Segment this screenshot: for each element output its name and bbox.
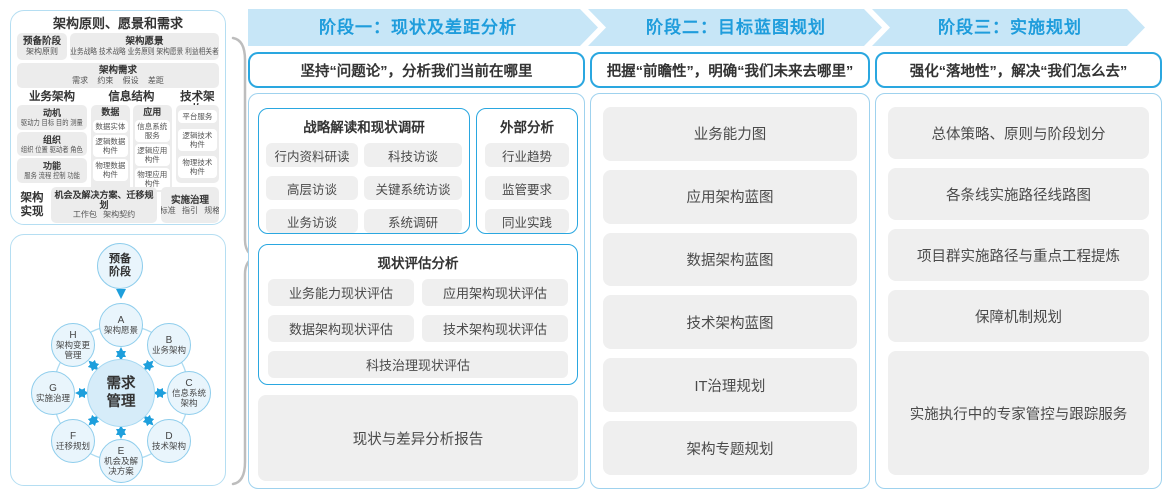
phase3-item: 保障机制规划	[888, 290, 1149, 342]
phase1-item: 技术架构现状评估	[422, 315, 568, 342]
information-structure-title: 信息结构	[108, 91, 155, 103]
prep-phase-sub: 架构原则	[26, 47, 58, 56]
logical-app-box: 逻辑应用构件	[134, 144, 170, 166]
phase1-item: 关键系统访谈	[364, 176, 462, 200]
phase2-header: 阶段二：目标蓝图规划	[646, 18, 826, 37]
logical-data-box: 逻辑数据构件	[93, 135, 128, 157]
center-h-arrow	[87, 359, 100, 372]
technology-architecture-column: 技术架构 平台服务 逻辑技术构件 物理技术构件	[175, 91, 219, 183]
architecture-vision-box: 架构愿景 业务战略 技术战略 业务原则 架构愿景 利益相关者	[70, 33, 219, 60]
strategy-research-title: 战略解读和现状调研	[303, 120, 425, 135]
phase2-item: 技术架构蓝图	[603, 295, 857, 350]
architecture-vision-title: 架构愿景	[125, 36, 164, 47]
phase3-band-segment	[872, 9, 1145, 46]
phase3-header: 阶段三：实施规划	[938, 18, 1082, 37]
phase2-item: 架构专题规划	[603, 421, 857, 475]
business-architecture-column: 业务架构 动机 驱动力 目标 目的 测量 组织 组织 位置 驱动者 角色 功能 …	[17, 91, 87, 184]
phase1-item: 业务访谈	[266, 209, 358, 233]
gap-analysis-report-box: 现状与差异分析报告	[258, 395, 578, 481]
phase2-subtitle-box: 把握“前瞻性”，明确“我们未来去哪里”	[590, 52, 870, 88]
adm-node-f: F 迁移规划	[51, 419, 95, 463]
phase1-item: 科技访谈	[364, 143, 462, 167]
platform-service-box: 平台服务	[177, 110, 217, 124]
data-entity-box: 数据实体	[93, 120, 128, 133]
motivation-box: 动机 驱动力 目标 目的 测量	[17, 105, 87, 130]
phase1-item: 系统调研	[364, 209, 462, 233]
adm-node-e: E 机会及解决方案	[99, 439, 143, 483]
adm-node-h: H 架构变更管理	[51, 323, 95, 367]
phase1-item: 监管要求	[485, 176, 569, 200]
technology-architecture-title: 技术架构	[180, 91, 215, 116]
adm-cycle-panel: 预备阶段 需求管理 A 架构愿景 B 业务架构 C 信息系统架构 D 技术架构 …	[10, 234, 226, 486]
phase3-item: 各条线实施路径线路图	[888, 168, 1149, 220]
strategy-research-group: 战略解读和现状调研 行内资料研读 科技访谈 高层访谈 关键系统访谈 业务访谈 系…	[258, 108, 470, 234]
phase1-item: 数据架构现状评估	[268, 315, 414, 342]
phase3-item: 实施执行中的专家管控与跟踪服务	[888, 351, 1149, 475]
architecture-requirements-sub: 需求 约束 假设 差距	[72, 76, 164, 85]
center-d-arrow	[142, 414, 155, 427]
phase1-band-segment	[248, 9, 598, 46]
phase2-column: 业务能力图 应用架构蓝图 数据架构蓝图 技术架构蓝图 IT治理规划 架构专题规划	[590, 93, 870, 489]
prep-phase-title: 预备阶段	[22, 36, 61, 47]
business-architecture-title: 业务架构	[29, 91, 75, 103]
physical-app-box: 物理应用构件	[134, 168, 170, 190]
phase3-subtitle-box: 强化“落地性”，解决“我们怎么去”	[875, 52, 1162, 88]
adm-node-c: C 信息系统架构	[167, 371, 211, 415]
phase1-subtitle-box: 坚持“问题论”，分析我们当前在哪里	[248, 52, 585, 88]
phase1-column: 战略解读和现状调研 行内资料研读 科技访谈 高层访谈 关键系统访谈 业务访谈 系…	[248, 93, 585, 489]
implementation-governance-box: 实施治理 标准 指引 规格	[161, 187, 219, 223]
architecture-realization-label: 架构实现	[20, 192, 44, 218]
external-analysis-title: 外部分析	[500, 120, 554, 135]
physical-tech-box: 物理技术构件	[177, 155, 217, 178]
phase2-item: 业务能力图	[603, 107, 857, 161]
phase2-item: 数据架构蓝图	[603, 232, 857, 287]
current-assessment-group: 现状评估分析 业务能力现状评估 应用架构现状评估 数据架构现状评估 技术架构现状…	[258, 244, 578, 385]
requirements-management-circle: 需求管理	[87, 359, 155, 427]
phase1-header: 阶段一：现状及差距分析	[319, 18, 517, 37]
panel-title: 架构原则、愿景和需求	[52, 16, 183, 31]
phase1-item: 应用架构现状评估	[422, 279, 568, 306]
adm-node-d: D 技术架构	[147, 419, 191, 463]
adm-node-g: G 实施治理	[31, 371, 75, 415]
phase3-column: 总体策略、原则与阶段划分 各条线实施路径线路图 项目群实施路径与重点工程提炼 保…	[875, 93, 1162, 489]
architecture-requirements-title: 架构需求	[98, 65, 137, 76]
phase1-item: 高层访谈	[266, 176, 358, 200]
phase1-item: 业务能力现状评估	[268, 279, 414, 306]
phase1-item: 科技治理现状评估	[268, 351, 568, 378]
center-f-arrow	[87, 414, 100, 427]
external-analysis-group: 外部分析 行业趋势 监管要求 同业实践	[476, 108, 578, 234]
phase1-item: 行内资料研读	[266, 143, 358, 167]
data-subcolumn: 数据 数据实体 逻辑数据构件 物理数据构件	[91, 105, 130, 192]
center-b-arrow	[142, 359, 155, 372]
architecture-content-panel: 架构原则、愿景和需求 预备阶段 架构原则 架构愿景 业务战略 技术战略 业务原则…	[10, 10, 226, 225]
information-structure-column: 信息结构 数据 数据实体 逻辑数据构件 物理数据构件 应用 信息系统服务 逻辑应…	[91, 91, 172, 192]
phase2-item: IT治理规划	[603, 358, 857, 413]
phase1-item: 同业实践	[485, 209, 569, 233]
physical-data-box: 物理数据构件	[93, 159, 128, 181]
architecture-vision-sub: 业务战略 技术战略 业务原则 架构愿景 利益相关者	[70, 47, 219, 56]
info-system-service-box: 信息系统服务	[134, 120, 170, 142]
prep-phase-box: 预备阶段 架构原则	[17, 33, 67, 60]
phase-band-graphic	[248, 9, 1145, 46]
phase2-band-segment	[588, 9, 882, 46]
phase3-item: 项目群实施路径与重点工程提炼	[888, 229, 1149, 281]
logical-tech-box: 逻辑技术构件	[177, 128, 217, 151]
opportunities-migration-box: 机会及解决方案、迁移规划 工作包 架构契约	[51, 187, 157, 223]
application-subcolumn: 应用 信息系统服务 逻辑应用构件 物理应用构件	[132, 105, 172, 192]
current-assessment-title: 现状评估分析	[377, 256, 459, 271]
adm-node-b: B 业务架构	[147, 323, 191, 367]
architecture-requirements-box: 架构需求 需求 约束 假设 差距	[17, 63, 219, 88]
phase2-item: 应用架构蓝图	[603, 169, 857, 224]
phase1-item: 行业趋势	[485, 143, 569, 167]
organization-box: 组织 组织 位置 驱动者 角色	[17, 131, 87, 157]
adm-node-a: A 架构愿景	[99, 303, 143, 347]
phase3-item: 总体策略、原则与阶段划分	[888, 107, 1149, 159]
prep-phase-circle: 预备阶段	[97, 243, 143, 289]
function-box: 功能 服务 流程 控制 功能	[17, 158, 87, 184]
